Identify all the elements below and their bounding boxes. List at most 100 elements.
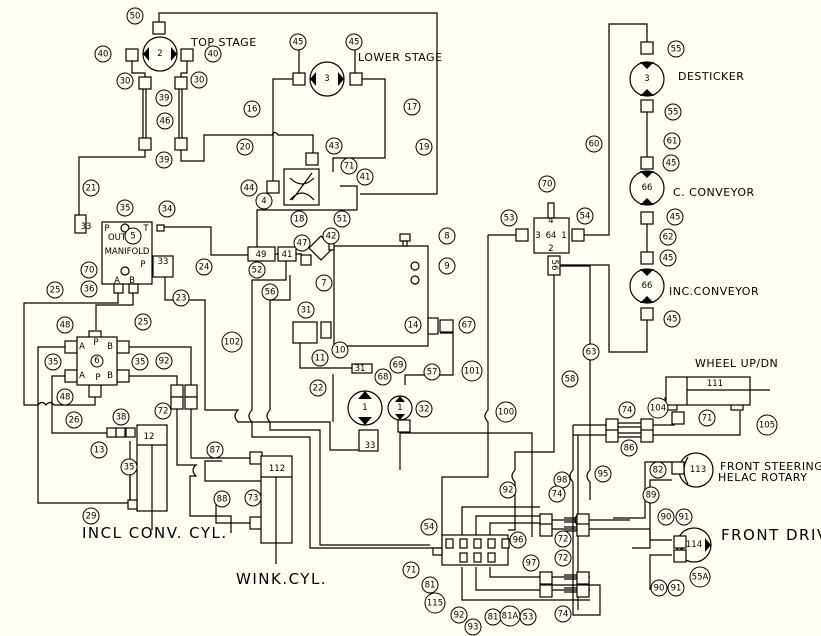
callout-balloon: 55 bbox=[664, 103, 682, 121]
box-41 bbox=[277, 246, 297, 262]
valve-6-port-label: P bbox=[93, 338, 98, 348]
callout-number: 72 bbox=[558, 554, 569, 564]
callout-balloon: 105 bbox=[756, 414, 778, 436]
callout-number: 70 bbox=[84, 266, 95, 276]
callout-balloon: 35 bbox=[120, 458, 138, 476]
fitting-box bbox=[249, 516, 263, 530]
box-33a-label: 33 bbox=[81, 222, 92, 232]
fitting-38 bbox=[106, 427, 117, 438]
callout-balloon: 53 bbox=[519, 608, 537, 626]
motor-desticker-number: 3 bbox=[644, 74, 649, 84]
callout-number: 17 bbox=[407, 103, 418, 113]
callout-number: 23 bbox=[176, 294, 187, 304]
rotary-number: 113 bbox=[690, 465, 706, 475]
callout-circle bbox=[131, 353, 149, 371]
callout-balloon: 42 bbox=[322, 227, 340, 245]
callout-circle bbox=[647, 397, 669, 419]
callout-balloon: 40 bbox=[94, 45, 112, 63]
fitting-box bbox=[266, 180, 280, 194]
callout-number: 104 bbox=[650, 404, 666, 414]
callout-balloon: 54 bbox=[420, 518, 438, 536]
callout-balloon: 67 bbox=[458, 316, 476, 334]
callout-circle bbox=[325, 137, 343, 155]
manifold-text: P bbox=[104, 224, 109, 234]
callout-number: 88 bbox=[217, 495, 228, 505]
callout-number: 89 bbox=[646, 491, 657, 501]
manifold-text: OUT bbox=[108, 233, 127, 243]
callout-number: 45 bbox=[663, 254, 674, 264]
callout-number: 98 bbox=[557, 476, 568, 486]
callout-circle bbox=[667, 40, 685, 58]
callout-circle bbox=[80, 280, 98, 298]
fitting-box bbox=[673, 549, 687, 563]
fitting-box bbox=[576, 584, 590, 598]
callout-balloon: 97 bbox=[522, 554, 540, 572]
valve-64-port: 4 bbox=[548, 216, 553, 226]
box-49 bbox=[247, 246, 276, 262]
callout-number: 16 bbox=[247, 105, 258, 115]
callout-circle bbox=[450, 606, 468, 624]
callout-circle bbox=[649, 461, 667, 479]
callout-balloon: 35 bbox=[44, 353, 62, 371]
label-front-drive: FRONT DRIVE bbox=[721, 526, 821, 544]
tube bbox=[564, 526, 577, 532]
valve-6-port-label: B bbox=[107, 371, 113, 381]
box-33b-label: 33 bbox=[158, 257, 169, 267]
callout-number: 56 bbox=[265, 288, 276, 298]
callout-number: 81 bbox=[488, 613, 499, 623]
callout-circle bbox=[116, 199, 134, 217]
pump-arrow-icon bbox=[395, 396, 405, 420]
callout-balloon: 19 bbox=[415, 138, 433, 156]
callout-circle bbox=[240, 179, 258, 197]
callout-balloon: 54 bbox=[576, 207, 594, 225]
label-incl-conv-cyl: INCL CONV. CYL. bbox=[82, 524, 228, 542]
callout-number: 60 bbox=[589, 140, 600, 150]
fitting-box bbox=[170, 384, 184, 398]
pump-number: 1 bbox=[362, 403, 367, 413]
callout-circle bbox=[158, 200, 176, 218]
valve-block-port bbox=[445, 538, 454, 549]
callout-circle bbox=[650, 579, 668, 597]
fitting-38 bbox=[115, 427, 126, 438]
fitting-box bbox=[180, 48, 194, 62]
callout-number: 63 bbox=[586, 348, 597, 358]
fitting-47 bbox=[300, 254, 312, 266]
callout-balloon: 71 bbox=[340, 157, 358, 175]
callout-balloon: 10 bbox=[331, 341, 349, 359]
callout-balloon: 81 bbox=[421, 576, 439, 594]
callout-number: 35 bbox=[124, 463, 135, 473]
port-b bbox=[128, 283, 139, 294]
callout-circle bbox=[311, 349, 329, 367]
fitting-box bbox=[539, 584, 553, 598]
callout-number: 92 bbox=[454, 611, 465, 621]
callout-balloon: 60 bbox=[585, 135, 603, 153]
callout-number: 92 bbox=[503, 486, 514, 496]
callout-circle bbox=[421, 576, 439, 594]
callout-circle bbox=[116, 72, 134, 90]
callout-circle bbox=[155, 89, 173, 107]
callout-balloon: 90 bbox=[657, 508, 675, 526]
fitting-box bbox=[138, 137, 152, 151]
callout-balloon: 104 bbox=[647, 397, 669, 419]
callout-balloon: 92 bbox=[155, 352, 173, 370]
fitting-67 bbox=[439, 319, 454, 333]
callout-balloon: 52 bbox=[248, 261, 266, 279]
callout-balloon: 115 bbox=[424, 592, 446, 614]
callout-number: 81A bbox=[502, 612, 519, 622]
callout-circle bbox=[582, 343, 600, 361]
callout-circle bbox=[206, 441, 224, 459]
callout-balloon: 53 bbox=[500, 209, 518, 227]
callout-circle bbox=[663, 310, 681, 328]
fitting-box bbox=[184, 384, 198, 398]
callout-number: 45 bbox=[667, 315, 678, 325]
motor-top-stage: 2 bbox=[142, 36, 178, 72]
motor-lower-stage: 3 bbox=[309, 61, 345, 97]
callout-number: 18 bbox=[294, 215, 305, 225]
fitting-box bbox=[116, 369, 130, 383]
callout-number: 50 bbox=[130, 12, 141, 22]
callout-balloon: 45 bbox=[662, 154, 680, 172]
callout-balloon: 18 bbox=[290, 210, 308, 228]
callout-balloon: 96 bbox=[509, 531, 527, 549]
